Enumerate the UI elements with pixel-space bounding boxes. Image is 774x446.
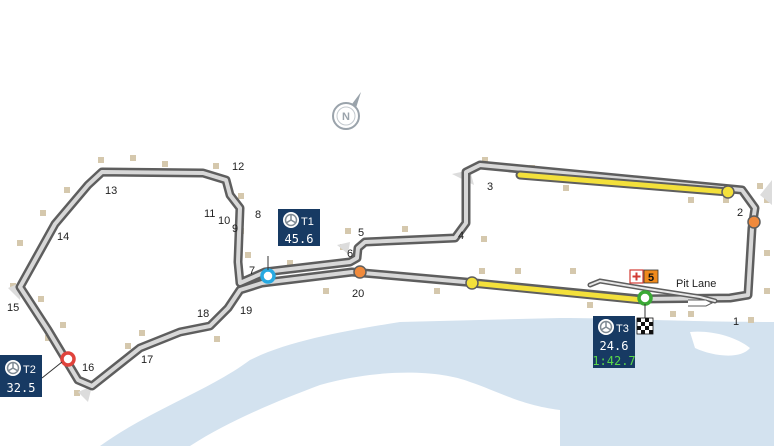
turn-label: 15 bbox=[7, 302, 19, 314]
turn-label: 3 bbox=[487, 181, 493, 193]
sector-label: T1 bbox=[301, 216, 314, 228]
turn-label: 6 bbox=[347, 248, 353, 260]
sector-speed: 32.5 bbox=[7, 381, 36, 395]
sector-box-t2: T2 32.5 bbox=[0, 355, 42, 397]
sector-speed: 24.6 bbox=[600, 339, 629, 353]
drs-count: 5 bbox=[648, 272, 654, 284]
pit-direction-arrow bbox=[688, 299, 714, 307]
sector-box-t1: T1 45.6 bbox=[278, 209, 320, 246]
water bbox=[100, 318, 774, 446]
turn-label: 1 bbox=[733, 316, 739, 328]
drs-marker bbox=[465, 276, 479, 290]
turn-label: 11 bbox=[204, 208, 215, 220]
plus-icon bbox=[632, 272, 641, 281]
lap-time: 1:42.7 bbox=[592, 354, 635, 368]
turn-label: 13 bbox=[105, 185, 117, 197]
turn-label: 16 bbox=[82, 362, 94, 374]
compass-icon: N bbox=[332, 92, 361, 130]
track-surface bbox=[18, 163, 757, 388]
sector-speed: 45.6 bbox=[285, 232, 314, 246]
speed-trap-marker bbox=[353, 265, 367, 279]
drs-zones bbox=[465, 170, 735, 305]
drs-marker bbox=[721, 185, 735, 199]
sector-2-point bbox=[60, 351, 76, 367]
sector-label: T2 bbox=[23, 364, 36, 376]
checkered-flag-icon bbox=[636, 317, 654, 335]
turn-label: 4 bbox=[458, 230, 464, 242]
turn-label: 12 bbox=[232, 161, 244, 173]
sector-2-connector bbox=[41, 361, 63, 379]
turn-label: 9 bbox=[232, 223, 238, 235]
compass-letter: N bbox=[342, 111, 350, 123]
sector-label: T3 bbox=[616, 323, 629, 335]
sector-box-t3: T3 24.6 1:42.7 bbox=[592, 316, 636, 368]
turn-label: 10 bbox=[218, 215, 230, 227]
turn-label: 8 bbox=[255, 209, 261, 221]
pit-lane bbox=[587, 278, 718, 307]
drs-badge: 5 bbox=[629, 269, 659, 284]
turn-label: 19 bbox=[240, 305, 252, 317]
turn-label: 5 bbox=[358, 227, 364, 239]
turn-label: 18 bbox=[197, 308, 209, 320]
turn-label: 14 bbox=[57, 231, 69, 243]
sector-1-point bbox=[260, 268, 276, 284]
turn-label: 20 bbox=[352, 288, 364, 300]
turn-label: 2 bbox=[737, 207, 743, 219]
turn-labels: 1 2 3 4 5 6 7 8 9 10 11 12 13 14 15 16 1… bbox=[7, 161, 743, 374]
sector-3-point bbox=[637, 290, 653, 306]
turn-label: 17 bbox=[141, 354, 153, 366]
pit-lane-label: Pit Lane bbox=[676, 278, 716, 290]
speed-trap-marker bbox=[747, 215, 761, 229]
turn-label: 7 bbox=[249, 265, 255, 277]
